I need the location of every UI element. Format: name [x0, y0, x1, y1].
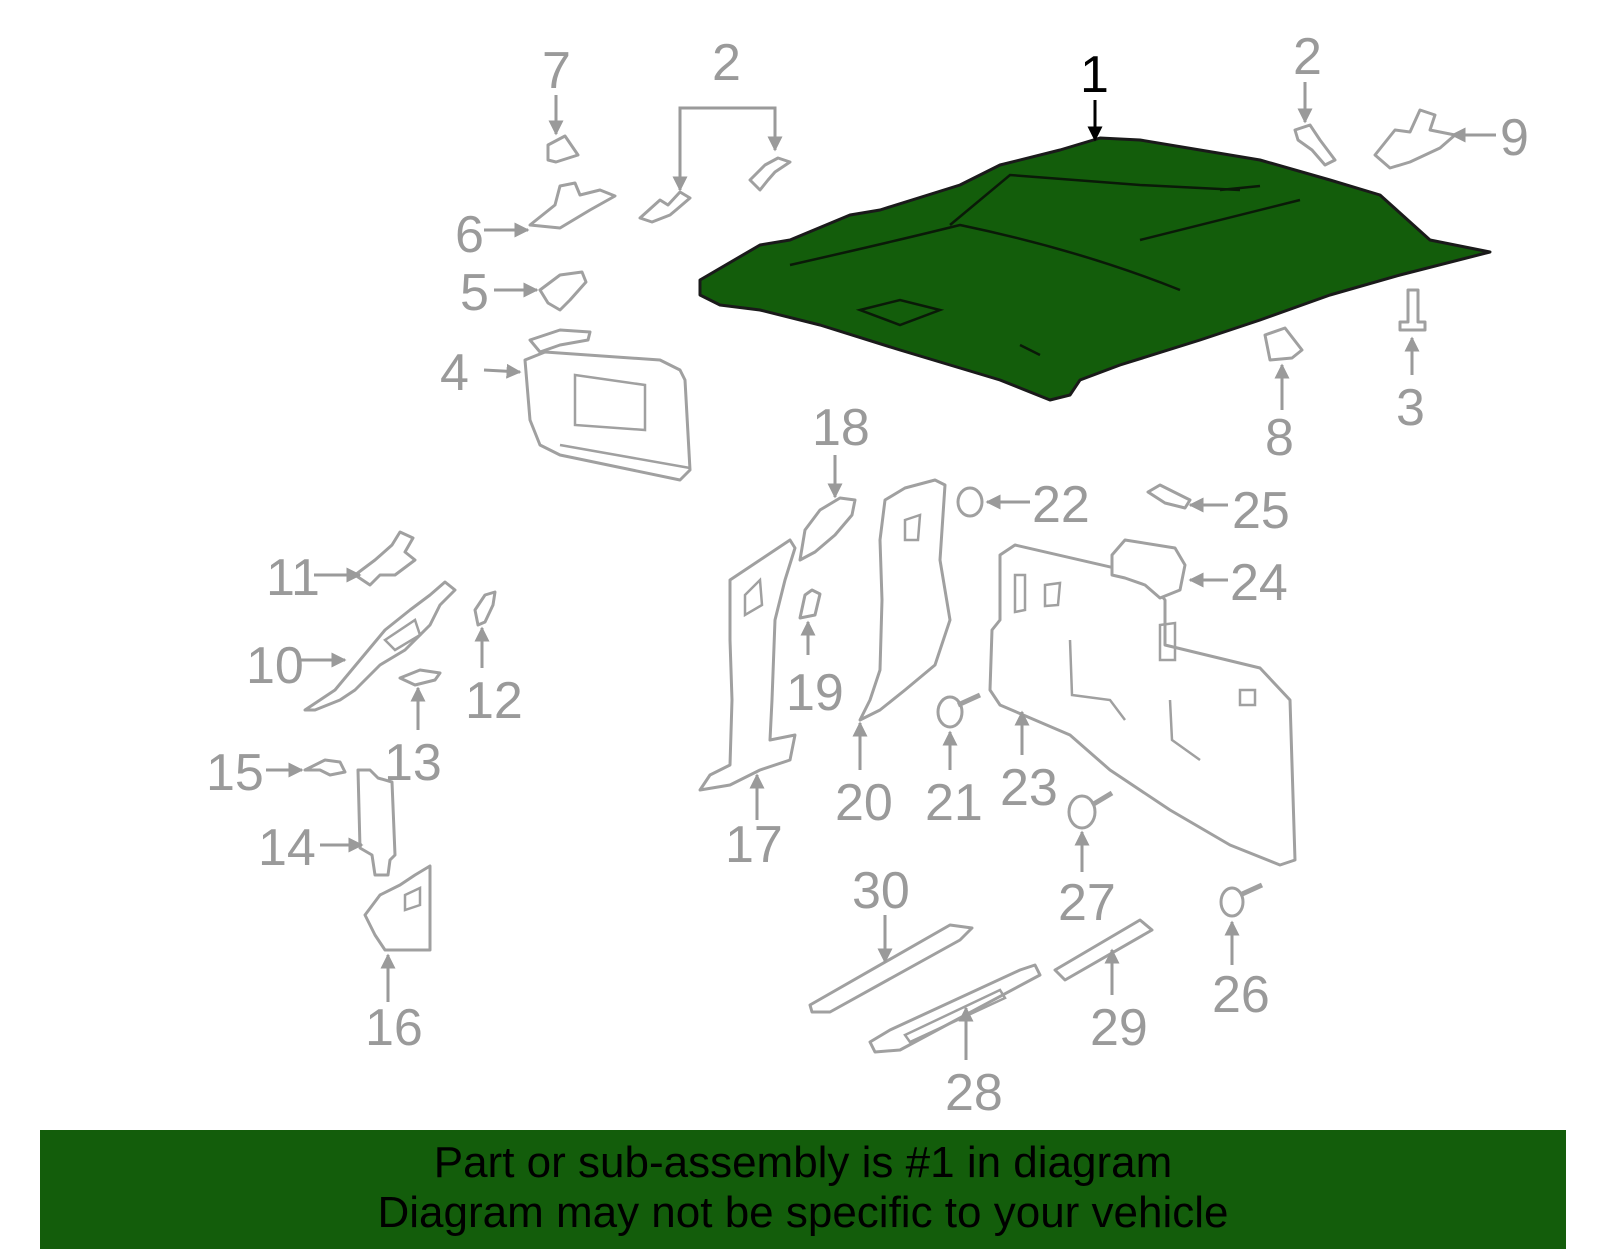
part-11-retainer[interactable] [353, 530, 417, 587]
part-17-b-pillar-trim[interactable] [698, 538, 797, 792]
callout-11[interactable]: 11 [266, 549, 320, 607]
callout-28[interactable]: 28 [945, 1064, 1003, 1122]
part-16-lower-trim[interactable] [363, 864, 432, 952]
part-7-clip[interactable] [546, 134, 580, 164]
part-1-headliner[interactable] [698, 136, 1492, 402]
part-10-a-pillar-trim[interactable] [303, 580, 457, 712]
part-4-sun-visor[interactable] [523, 328, 692, 482]
leader-4 [483, 363, 522, 379]
callout-6[interactable]: 6 [455, 206, 484, 264]
callout-16[interactable]: 16 [365, 999, 423, 1057]
part-28-scuff-plate[interactable] [868, 963, 1042, 1054]
part-25-clip[interactable] [1146, 483, 1192, 510]
callout-10[interactable]: 10 [246, 637, 304, 695]
callout-18[interactable]: 18 [812, 399, 870, 457]
part-30-sill-plate[interactable] [808, 923, 974, 1014]
part-5-bracket[interactable] [538, 270, 588, 312]
callout-27[interactable]: 27 [1058, 874, 1116, 932]
callout-5[interactable]: 5 [460, 264, 489, 322]
callout-13[interactable]: 13 [384, 734, 442, 792]
part-3-pin[interactable] [1398, 288, 1427, 332]
banner-line-1: Part or sub-assembly is #1 in diagram [433, 1138, 1173, 1187]
part-6-holder[interactable] [528, 181, 617, 230]
callout-29[interactable]: 29 [1090, 999, 1148, 1057]
callout-3[interactable]: 3 [1396, 379, 1425, 437]
part-8-cap[interactable] [1263, 326, 1304, 362]
part-12-clip[interactable] [473, 590, 497, 627]
part-21-fastener[interactable] [936, 692, 982, 729]
callout-20[interactable]: 20 [835, 774, 893, 832]
part-24-bracket[interactable] [1110, 538, 1187, 600]
callout-4[interactable]: 4 [440, 344, 469, 402]
part-13-cover[interactable] [398, 668, 442, 687]
callout-25[interactable]: 25 [1232, 482, 1290, 540]
part-27-fastener[interactable] [1067, 790, 1114, 830]
callout-12[interactable]: 12 [465, 672, 523, 730]
part-2-clip-right[interactable] [1293, 123, 1337, 167]
part-9-bracket[interactable] [1373, 108, 1457, 170]
callout-15[interactable]: 15 [206, 744, 264, 802]
callout-22[interactable]: 22 [1032, 476, 1090, 534]
part-22-grommet[interactable] [956, 486, 984, 518]
callout-2a[interactable]: 2 [712, 34, 741, 92]
part-14-trim[interactable] [356, 768, 397, 877]
callout-8[interactable]: 8 [1265, 409, 1294, 467]
part-15-clip[interactable] [303, 758, 347, 777]
callout-7[interactable]: 7 [542, 42, 571, 100]
callout-21[interactable]: 21 [925, 774, 983, 832]
part-19-clip[interactable] [798, 588, 822, 620]
callout-17[interactable]: 17 [725, 816, 783, 874]
callout-9[interactable]: 9 [1500, 109, 1529, 167]
part-18-trim[interactable] [798, 496, 857, 562]
part-20-c-pillar-trim[interactable] [858, 478, 952, 722]
callout-24[interactable]: 24 [1230, 554, 1288, 612]
callout-2b[interactable]: 2 [1293, 28, 1322, 86]
part-26-fastener[interactable] [1219, 882, 1264, 918]
callout-14[interactable]: 14 [258, 819, 316, 877]
callout-23[interactable]: 23 [1000, 759, 1058, 817]
part-2-clips-left[interactable] [638, 156, 792, 224]
callout-19[interactable]: 19 [786, 664, 844, 722]
callout-26[interactable]: 26 [1212, 966, 1270, 1024]
callout-30[interactable]: 30 [852, 862, 910, 920]
part-29-sill[interactable] [1053, 918, 1154, 982]
callout-1[interactable]: 1 [1080, 46, 1109, 104]
banner-line-2: Diagram may not be specific to your vehi… [377, 1188, 1229, 1237]
disclaimer-banner: Part or sub-assembly is #1 in diagram Di… [40, 1130, 1566, 1249]
